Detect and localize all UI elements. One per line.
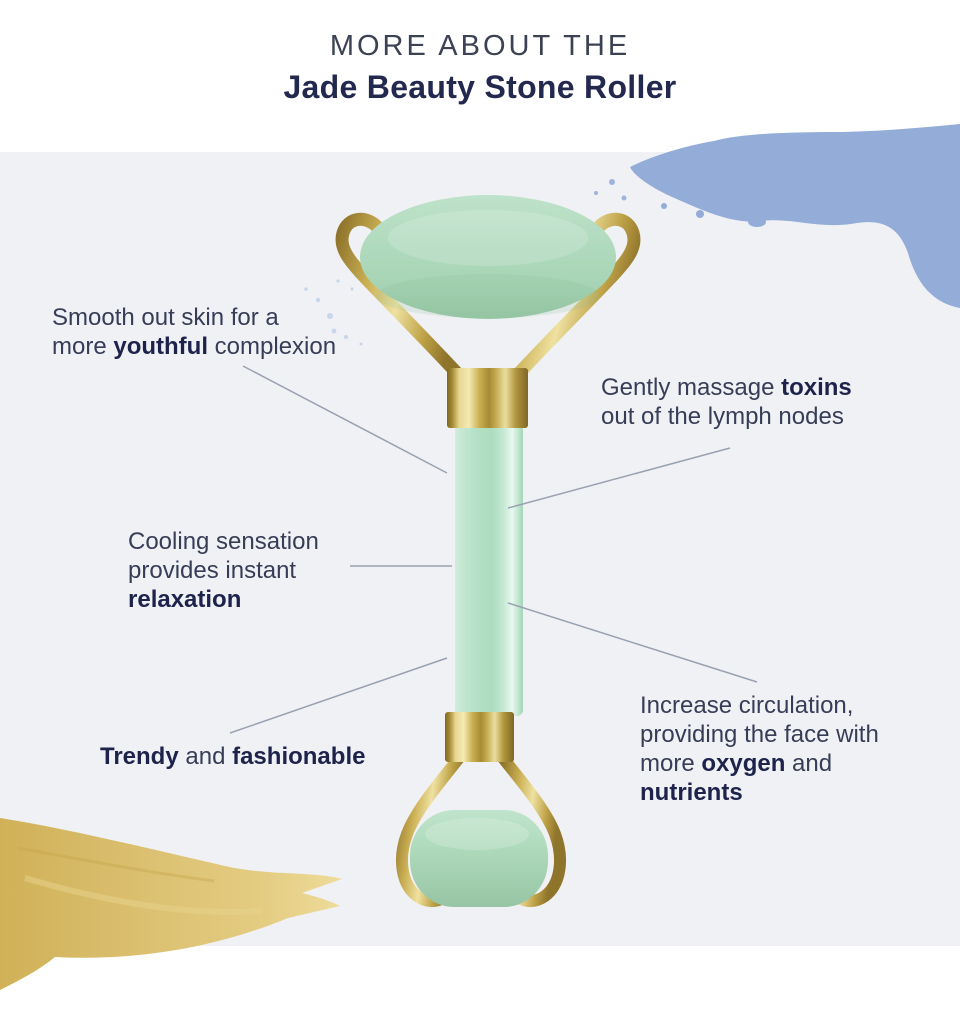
text-segment: youthful bbox=[113, 333, 208, 360]
jade-roller-illustration bbox=[335, 195, 641, 908]
callout-line: Increase circulation, bbox=[640, 691, 879, 720]
callout-smooth-skin: Smooth out skin for a more youthful comp… bbox=[52, 303, 336, 361]
text-segment: Smooth out skin for a bbox=[52, 304, 279, 331]
callout-line: Cooling sensation bbox=[128, 527, 319, 556]
callout-line: more oxygen and bbox=[640, 749, 879, 778]
text-segment: nutrients bbox=[640, 779, 743, 806]
text-segment: out of the lymph nodes bbox=[601, 403, 844, 430]
text-segment: more bbox=[52, 333, 114, 360]
callout-line: relaxation bbox=[128, 585, 319, 614]
text-segment: toxins bbox=[781, 374, 852, 401]
callout-line: more youthful complexion bbox=[52, 332, 336, 361]
callout-line: Trendy and fashionable bbox=[100, 742, 365, 771]
callout-line: Gently massage toxins bbox=[601, 373, 852, 402]
text-segment: fashionable bbox=[232, 743, 366, 770]
header-eyebrow: MORE ABOUT THE bbox=[329, 30, 631, 62]
text-segment: oxygen bbox=[701, 750, 786, 777]
roller-head-stone bbox=[360, 195, 616, 319]
leader-lines bbox=[229, 365, 758, 734]
text-segment: and bbox=[178, 743, 233, 770]
text-segment: Trendy bbox=[100, 743, 179, 770]
text-segment: and bbox=[785, 750, 833, 777]
page-title: Jade Beauty Stone Roller bbox=[283, 69, 677, 105]
callout-line: nutrients bbox=[640, 778, 879, 807]
text-segment: relaxation bbox=[128, 586, 242, 613]
paint-speckles bbox=[304, 279, 363, 346]
leader-line-smooth-skin bbox=[242, 365, 448, 474]
text-segment: Gently massage bbox=[601, 374, 782, 401]
text-segment: more bbox=[640, 750, 702, 777]
header: MORE ABOUT THE Jade Beauty Stone Roller bbox=[0, 30, 960, 106]
blue-brush-stroke bbox=[594, 124, 960, 308]
gold-brush-stroke bbox=[0, 818, 342, 990]
callout-trendy: Trendy and fashionable bbox=[100, 742, 365, 771]
text-segment: complexion bbox=[208, 333, 337, 360]
callout-line: out of the lymph nodes bbox=[601, 402, 852, 431]
callout-line: provides instant bbox=[128, 556, 319, 585]
leader-line-increase-circulation bbox=[507, 602, 758, 683]
roller-handle bbox=[455, 424, 523, 716]
callout-cooling-sensation: Cooling sensation provides instant relax… bbox=[128, 527, 319, 614]
callout-line: Smooth out skin for a bbox=[52, 303, 336, 332]
text-segment: provides instant bbox=[128, 557, 297, 584]
text-segment: providing the face with bbox=[640, 721, 879, 748]
bottom-roller-stone bbox=[410, 810, 548, 907]
callout-line: providing the face with bbox=[640, 720, 879, 749]
top-collar bbox=[447, 368, 528, 428]
leader-line-massage-toxins bbox=[507, 447, 731, 509]
bottom-collar bbox=[445, 712, 514, 762]
text-segment: Increase circulation, bbox=[640, 692, 854, 719]
leader-line-trendy bbox=[229, 657, 448, 734]
callout-massage-toxins: Gently massage toxins out of the lymph n… bbox=[601, 373, 852, 431]
callout-increase-circulation: Increase circulation, providing the face… bbox=[640, 691, 879, 807]
text-segment: Cooling sensation bbox=[128, 528, 319, 555]
